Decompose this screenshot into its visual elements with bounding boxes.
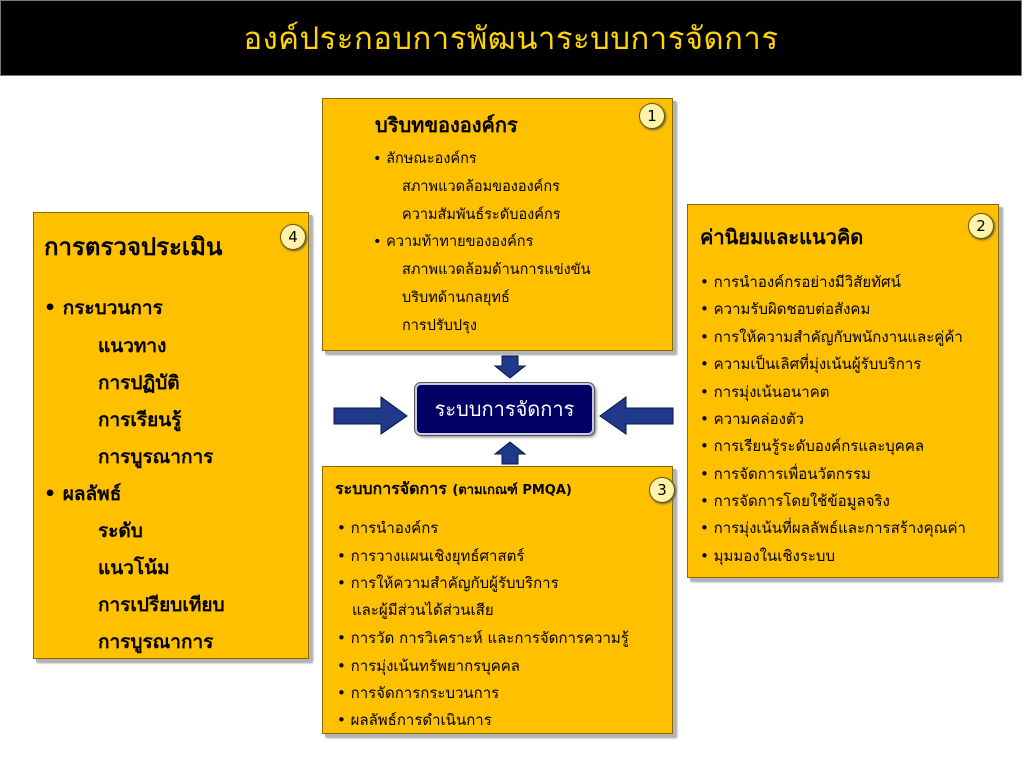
- box3-line: และผู้มีส่วนได้ส่วนเสีย: [352, 601, 494, 619]
- box3-line: • การนำองค์กร: [337, 519, 439, 537]
- title-bar: องค์ประกอบการพัฒนาระบบการจัดการ: [0, 0, 1022, 76]
- arrow-down-from-top: [493, 355, 527, 379]
- box2-line: • การให้ความสำคัญกับพนักงานและคู่ค้า: [700, 328, 963, 346]
- badge-number-4: 4: [280, 224, 306, 250]
- badge-number-1: 1: [639, 103, 665, 129]
- box4-line: แนวโน้ม: [98, 557, 170, 579]
- box3-line: • ผลลัพธ์การดำเนินการ: [337, 711, 492, 729]
- box2-line: • การมุ่งเน้นอนาคต: [700, 383, 830, 401]
- box1-line: สภาพแวดล้อมขององค์กร: [402, 179, 560, 195]
- arrow-left-from-right: [599, 396, 674, 435]
- box-values-concepts: 2 ค่านิยมและแนวคิด • การนำองค์กรอย่างมีว…: [687, 204, 999, 578]
- box4-heading: การตรวจประเมิน: [44, 233, 223, 261]
- page-title: องค์ประกอบการพัฒนาระบบการจัดการ: [243, 21, 779, 57]
- box4-line: การเรียนรู้: [98, 409, 182, 431]
- box4-line: ระดับ: [98, 520, 143, 542]
- box2-line: • ความเป็นเลิศที่มุ่งเน้นผู้รับบริการ: [700, 355, 922, 373]
- box1-heading: บริบทขององค์กร: [375, 113, 518, 137]
- box2-line: • การจัดการโดยใช้ข้อมูลจริง: [700, 492, 890, 510]
- box1-line: การปรับปรุง: [402, 318, 477, 334]
- badge-number-2: 2: [968, 213, 994, 239]
- box1-line: • ความท้าทายขององค์กร: [373, 234, 534, 250]
- box1-line: • ลักษณะองค์กร: [373, 151, 477, 167]
- central-node-label: ระบบการจัดการ: [434, 397, 575, 421]
- box2-line: • การจัดการเพื่อนวัตกรรม: [700, 465, 871, 483]
- box4-line: • กระบวนการ: [44, 297, 163, 319]
- box4-line: การปฏิบัติ: [98, 372, 180, 394]
- box2-line: • ความคล่องตัว: [700, 410, 805, 428]
- box2-line: • การนำองค์กรอย่างมีวิสัยทัศน์: [700, 273, 901, 291]
- box2-line: • การมุ่งเน้นที่ผลลัพธ์และการสร้างคุณค่า: [700, 519, 966, 537]
- box4-line: การบูรณาการ: [98, 631, 214, 653]
- badge-number-3: 3: [649, 477, 675, 503]
- box2-line: • ความรับผิดชอบต่อสังคม: [700, 300, 871, 318]
- box4-line: • ผลลัพธ์: [44, 483, 122, 505]
- box4-line: แนวทาง: [98, 335, 167, 357]
- box3-line: • การให้ความสำคัญกับผู้รับบริการ: [337, 574, 559, 592]
- box3-line: • การวัด การวิเคราะห์ และการจัดการความรู…: [337, 629, 629, 647]
- box1-line: สภาพแวดล้อมด้านการแข่งขัน: [402, 262, 591, 278]
- box2-line: • การเรียนรู้ระดับองค์กรและบุคคล: [700, 437, 925, 455]
- box1-line: บริบทด้านกลยุทธ์: [402, 290, 510, 306]
- central-node-management-system: ระบบการจัดการ: [415, 383, 594, 435]
- box1-line: ความสัมพันธ์ระดับองค์กร: [402, 207, 561, 223]
- box4-line: การเปรียบเทียบ: [98, 594, 225, 616]
- box2-heading: ค่านิยมและแนวคิด: [700, 225, 864, 249]
- box3-line: • การมุ่งเน้นทรัพยากรบุคคล: [337, 657, 520, 675]
- box-assessment: 4 การตรวจประเมิน • กระบวนการ แนวทาง การป…: [33, 212, 309, 659]
- box-management-system: 3 ระบบการจัดการ (ตามเกณฑ์ PMQA) • การนำอ…: [322, 466, 675, 734]
- box3-heading-title: ระบบการจัดการ: [335, 479, 447, 498]
- box2-line: • มุมมองในเชิงระบบ: [700, 547, 835, 565]
- box3-heading: ระบบการจัดการ (ตามเกณฑ์ PMQA): [335, 477, 572, 502]
- arrow-up-from-bottom: [493, 441, 527, 465]
- arrow-right-from-left: [333, 396, 408, 435]
- box3-line: • การจัดการกระบวนการ: [337, 684, 500, 702]
- box3-heading-suffix: (ตามเกณฑ์ PMQA): [452, 483, 572, 498]
- box3-line: • การวางแผนเชิงยุทธ์ศาสตร์: [337, 547, 525, 565]
- box-organization-context: 1 บริบทขององค์กร • ลักษณะองค์กร สภาพแวดล…: [322, 98, 673, 351]
- box4-line: การบูรณาการ: [98, 446, 214, 468]
